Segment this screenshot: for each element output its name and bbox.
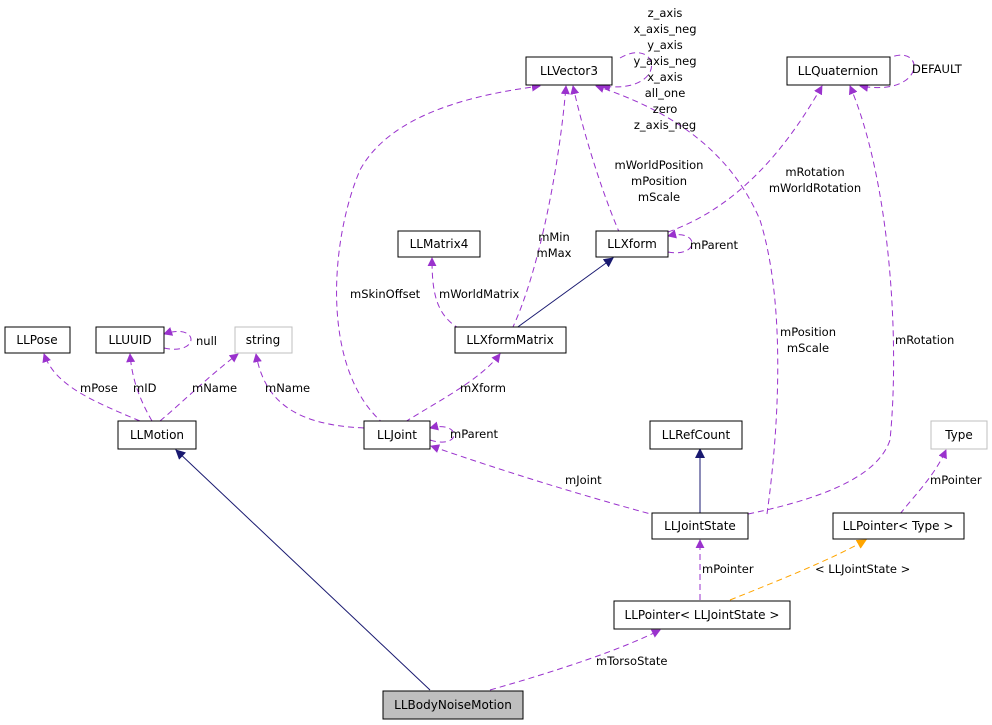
edge-pointer-js-template	[729, 539, 867, 601]
label-uuid-self: null	[196, 334, 217, 348]
edge-jointstate-to-quaternion	[747, 85, 895, 515]
edge-quaternion-self	[859, 54, 915, 92]
edge-xformmatrix-to-matrix4	[427, 257, 461, 330]
label-jointstate-to-joint: mJoint	[565, 473, 602, 487]
label-vector3-self: all_one	[645, 86, 686, 100]
node-lljoint-label: LLJoint	[377, 428, 417, 442]
node-llvector3[interactable]: LLVector3	[525, 56, 613, 86]
node-llpose-label: LLPose	[16, 333, 57, 347]
label-xform-to-vector3: mPosition	[631, 174, 687, 188]
nodes: LLVector3 LLQuaternion LLMatrix4 LLXform…	[4, 56, 988, 720]
edge-uuid-self	[163, 327, 192, 350]
label-jointstate-to-vector3: mPosition	[780, 325, 836, 339]
node-llxformmatrix-label: LLXformMatrix	[466, 333, 553, 347]
node-lljoint[interactable]: LLJoint	[363, 420, 431, 450]
node-llxform[interactable]: LLXform	[595, 230, 669, 258]
label-jointstate-to-quaternion: mRotation	[895, 333, 954, 347]
node-llxform-label: LLXform	[607, 237, 657, 251]
label-pointer-template-arg: < LLJointState >	[815, 562, 910, 576]
edge-jointstate-to-vector3	[595, 84, 779, 515]
label-motion-to-uuid: mID	[133, 381, 157, 395]
node-lluuid-label: LLUUID	[108, 333, 151, 347]
label-xform-to-quaternion: mWorldRotation	[769, 181, 861, 195]
label-vector3-self: x_axis_neg	[633, 22, 696, 36]
edge-xformmatrix-inherits-xform	[514, 257, 614, 330]
node-llbodynoisemotion-label: LLBodyNoiseMotion	[394, 698, 512, 712]
edge-bodynoise-inherits-motion	[175, 449, 431, 691]
label-xformmatrix-to-matrix4: mWorldMatrix	[439, 287, 520, 301]
label-bodynoise-to-pointer: mTorsoState	[596, 654, 668, 668]
label-xformmatrix-to-vector3: mMin	[538, 230, 570, 244]
node-llquaternion[interactable]: LLQuaternion	[786, 56, 891, 86]
node-llbodynoisemotion[interactable]: LLBodyNoiseMotion	[382, 690, 524, 720]
label-joint-self: mParent	[450, 427, 499, 441]
label-vector3-self: y_axis	[647, 38, 683, 52]
edge-joint-to-xformmatrix	[404, 353, 501, 423]
node-lljointstate-label: LLJointState	[664, 519, 736, 533]
label-jointstate-to-vector3: mScale	[787, 341, 829, 355]
edges	[42, 52, 947, 691]
label-xformmatrix-to-vector3: mMax	[537, 246, 572, 260]
node-llmotion[interactable]: LLMotion	[117, 420, 197, 450]
label-xform-self: mParent	[690, 238, 739, 252]
node-string-label: string	[246, 333, 280, 347]
node-llquaternion-label: LLQuaternion	[798, 64, 878, 78]
node-llpointer-lljointstate[interactable]: LLPointer< LLJointState >	[613, 600, 791, 630]
edge-bodynoise-to-pointer	[489, 629, 661, 691]
label-xform-to-vector3: mScale	[638, 190, 680, 204]
edge-jointstate-to-joint	[430, 444, 659, 517]
node-llmatrix4[interactable]: LLMatrix4	[397, 230, 481, 258]
node-llpointer-type[interactable]: LLPointer< Type >	[832, 512, 965, 540]
edge-xformmatrix-to-vector3	[511, 85, 570, 330]
label-pointer-js-to-jointstate: mPointer	[702, 562, 754, 576]
label-pointer-to-type: mPointer	[930, 473, 982, 487]
label-quaternion-self: DEFAULT	[912, 62, 963, 76]
edge-labels: z_axis x_axis_neg y_axis y_axis_neg x_ax…	[80, 6, 982, 668]
node-type-label: Type	[944, 428, 973, 442]
label-joint-to-vector3: mSkinOffset	[350, 287, 421, 301]
node-llrefcount[interactable]: LLRefCount	[649, 420, 743, 450]
edge-vector3-self	[601, 52, 652, 92]
edge-motion-to-string	[159, 353, 239, 422]
label-vector3-self: zero	[653, 102, 678, 116]
edge-joint-to-string	[252, 353, 365, 429]
label-xform-to-vector3: mWorldPosition	[615, 158, 704, 172]
label-xform-to-quaternion: mRotation	[785, 165, 844, 179]
node-lluuid[interactable]: LLUUID	[95, 326, 165, 354]
node-llmotion-label: LLMotion	[130, 428, 184, 442]
edge-xform-to-vector3	[570, 85, 621, 235]
label-motion-to-pose: mPose	[80, 381, 118, 395]
node-llrefcount-label: LLRefCount	[662, 428, 731, 442]
node-llpose[interactable]: LLPose	[4, 326, 71, 354]
node-llxformmatrix[interactable]: LLXformMatrix	[454, 326, 567, 354]
node-string[interactable]: string	[234, 326, 293, 354]
label-vector3-self: z_axis_neg	[634, 118, 696, 132]
label-vector3-self: y_axis_neg	[633, 54, 696, 68]
node-llpointer-lljointstate-label: LLPointer< LLJointState >	[625, 608, 780, 622]
label-joint-to-xformmatrix: mXform	[460, 381, 506, 395]
node-lljointstate[interactable]: LLJointState	[651, 512, 749, 540]
edge-xform-to-quaternion	[667, 85, 823, 233]
node-llvector3-label: LLVector3	[540, 64, 598, 78]
edge-xform-self	[667, 229, 693, 254]
label-vector3-self: z_axis	[648, 6, 683, 20]
edge-motion-to-uuid	[126, 353, 153, 422]
label-joint-to-string: mName	[265, 381, 310, 395]
node-llpointer-type-label: LLPointer< Type >	[843, 519, 954, 533]
label-motion-to-string: mName	[192, 381, 237, 395]
edge-joint-to-vector3	[336, 82, 541, 425]
edge-pointer-to-type	[899, 449, 947, 515]
node-llmatrix4-label: LLMatrix4	[410, 237, 469, 251]
label-vector3-self: x_axis	[647, 70, 683, 84]
node-type[interactable]: Type	[930, 420, 988, 450]
